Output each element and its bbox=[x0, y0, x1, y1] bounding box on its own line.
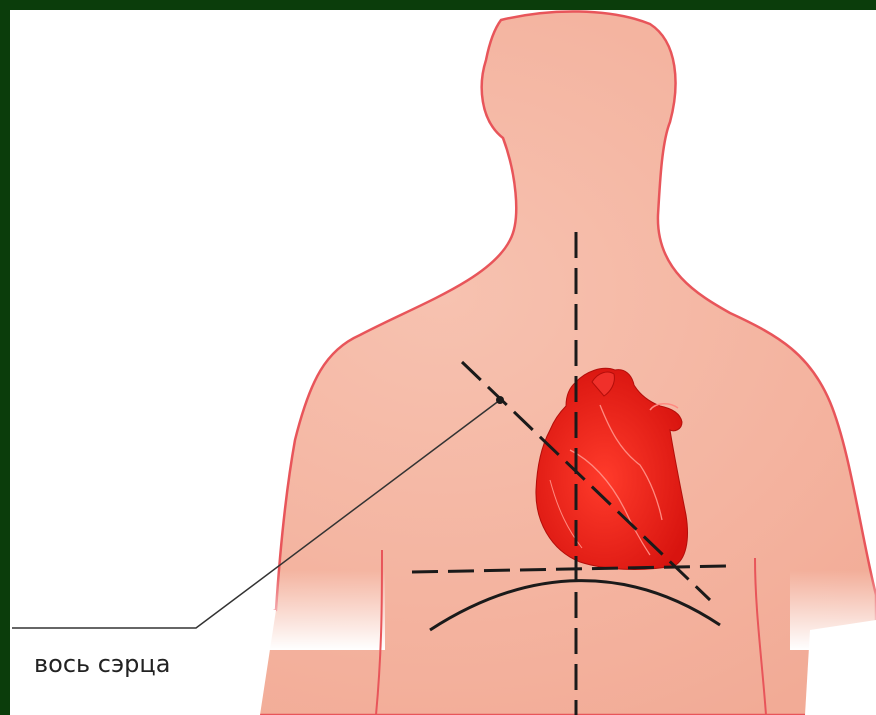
right-arm-fade bbox=[790, 570, 876, 650]
human-silhouette bbox=[10, 11, 876, 715]
left-arm-fade bbox=[265, 570, 385, 650]
anatomy-diagram bbox=[10, 10, 876, 715]
callout-label-heart-axis: вось сэрца bbox=[34, 650, 170, 678]
callout-anchor-dot bbox=[496, 396, 504, 404]
diagram-canvas: вось сэрца bbox=[10, 10, 876, 715]
